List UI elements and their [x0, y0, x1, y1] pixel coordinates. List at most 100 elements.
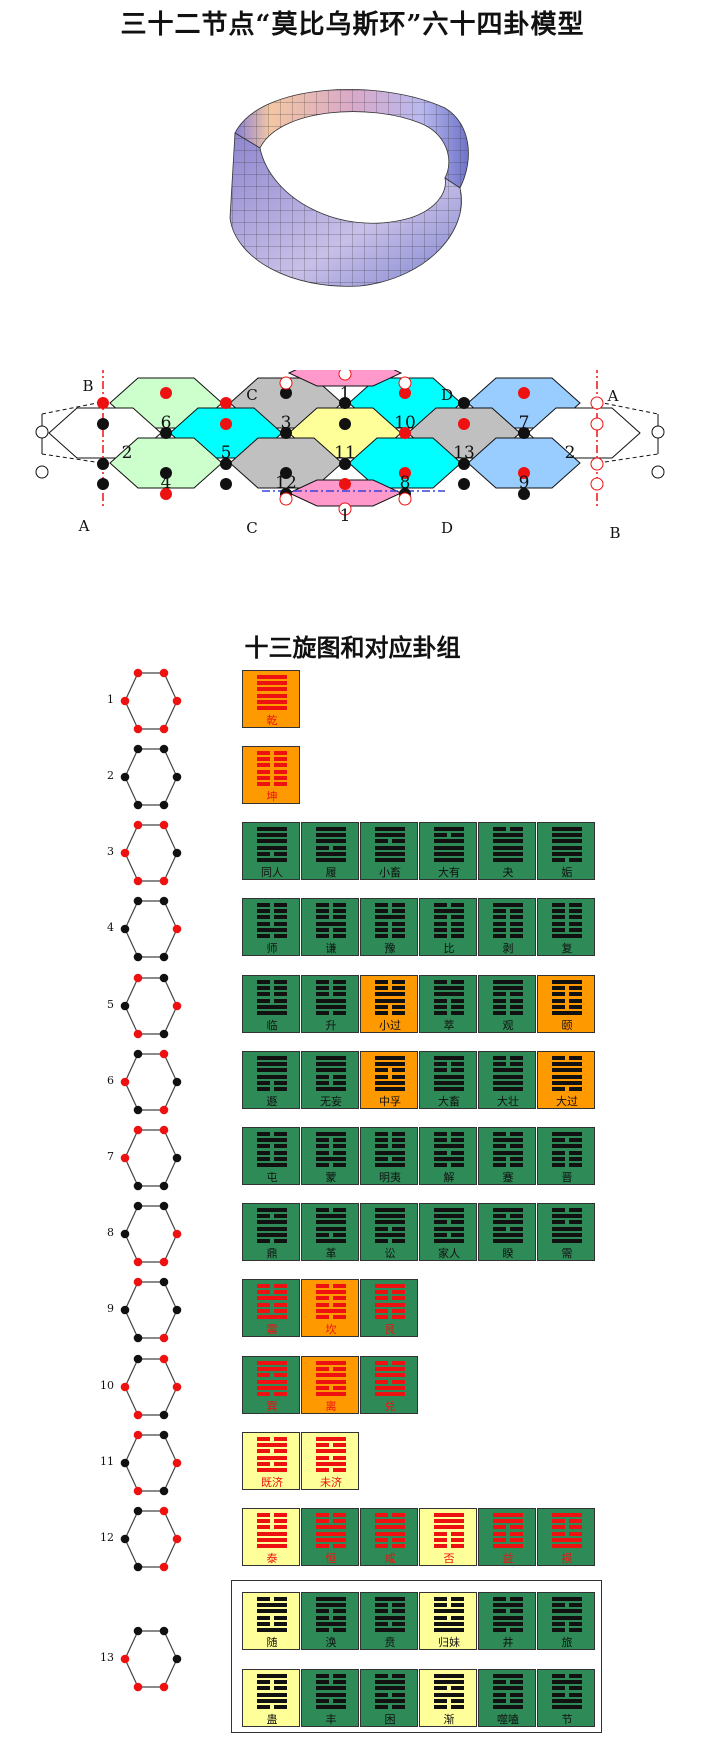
mobius-strip-image — [229, 89, 469, 287]
ring-dot — [172, 696, 182, 706]
ring-dot — [133, 1049, 143, 1059]
gua-name: 剥 — [502, 942, 514, 955]
hexagram-icon — [375, 1674, 405, 1710]
group-number: 1 — [107, 693, 114, 706]
node-dot — [338, 370, 352, 381]
hexagram-icon — [552, 1132, 582, 1168]
gua-tile: 升 — [301, 975, 359, 1033]
ring-diagram — [118, 1428, 188, 1502]
ring-hexagon-icon — [120, 1430, 182, 1496]
hexagram-icon — [375, 1208, 405, 1244]
page-title: 三十二节点“莫比乌斯环”六十四卦模型 — [120, 10, 585, 40]
ring-diagram — [118, 1504, 188, 1578]
cell-number: 2 — [565, 443, 576, 463]
gua-tile: 大有 — [419, 822, 477, 880]
ring-dot — [133, 973, 143, 983]
hexagram-icon — [257, 1284, 287, 1320]
gua-name: 离 — [325, 1400, 337, 1413]
ring-dot — [120, 1077, 130, 1087]
hexagram-icon — [552, 1513, 582, 1549]
node-dot — [160, 467, 172, 479]
hexagram-icon — [552, 827, 582, 863]
ring-hexagon-icon — [120, 1277, 182, 1343]
gua-name: 谦 — [325, 942, 337, 955]
hexagram-icon — [434, 1513, 464, 1549]
ring-dot — [120, 1534, 130, 1544]
gua-name: 贲 — [384, 1636, 396, 1649]
ring-dot — [120, 848, 130, 858]
ring-hexagon-icon — [120, 896, 182, 962]
ring-hexagon-icon — [120, 973, 182, 1039]
node-dot — [518, 387, 530, 399]
gua-tile: 归妹 — [419, 1592, 477, 1650]
ring-dot — [159, 668, 169, 678]
hexagram-icon — [493, 903, 523, 939]
gua-name: 大过 — [556, 1095, 578, 1108]
gua-tile: 坤 — [242, 746, 300, 804]
dashed-connector — [597, 401, 659, 415]
gua-name: 大壮 — [497, 1095, 519, 1108]
node-dot — [338, 502, 352, 516]
gua-tile: 井 — [478, 1592, 536, 1650]
cell-number: 10 — [394, 413, 416, 433]
gua-tile: 贲 — [360, 1592, 418, 1650]
ring-hexagon-icon — [120, 744, 182, 810]
ring-dot — [159, 1506, 169, 1516]
gua-tile: 坎 — [301, 1279, 359, 1337]
gua-name: 节 — [561, 1713, 573, 1726]
gua-name: 未济 — [320, 1476, 342, 1489]
gua-name: 屯 — [266, 1171, 278, 1184]
ring-dot — [133, 1333, 143, 1343]
hexagram-icon — [257, 751, 287, 787]
gua-name: 解 — [443, 1171, 455, 1184]
node-dot — [590, 396, 604, 410]
cell-number: 12 — [275, 473, 297, 493]
gua-tile: 姤 — [537, 822, 595, 880]
gua-tile: 需 — [537, 1203, 595, 1261]
ring-dot — [159, 1562, 169, 1572]
gua-name: 姤 — [561, 866, 573, 879]
gua-name: 渐 — [443, 1713, 455, 1726]
gua-name: 豫 — [384, 942, 396, 955]
gua-tile: 大过 — [537, 1051, 595, 1109]
node-dot — [220, 478, 232, 490]
hex-dots — [35, 370, 665, 516]
gua-name: 泰 — [266, 1552, 278, 1565]
hexagram-icon — [316, 1674, 346, 1710]
cell-number: 13 — [453, 443, 475, 463]
node-dot — [97, 418, 109, 430]
node-dot — [160, 427, 172, 439]
node-dot — [590, 477, 604, 491]
axis-label-c: C — [246, 386, 257, 404]
ring-dot — [172, 848, 182, 858]
group-number: 11 — [100, 1455, 114, 1468]
gua-tile: 损 — [537, 1508, 595, 1566]
gua-tile: 鼎 — [242, 1203, 300, 1261]
ring-dot — [133, 1682, 143, 1692]
gua-name: 大畜 — [438, 1095, 460, 1108]
hexagram-icon — [257, 675, 287, 711]
gua-tile: 明夷 — [360, 1127, 418, 1185]
cell-number: 2 — [122, 443, 133, 463]
ring-dot — [159, 724, 169, 734]
gua-name: 随 — [266, 1636, 278, 1649]
node-dot — [651, 425, 665, 439]
ring-dot — [133, 668, 143, 678]
ring-dot — [120, 924, 130, 934]
gua-name: 需 — [561, 1247, 573, 1260]
node-dot — [399, 427, 411, 439]
ring-dot — [133, 1105, 143, 1115]
ring-hexagon-icon — [120, 1354, 182, 1420]
gua-tile: 泰 — [242, 1508, 300, 1566]
hexagram-icon — [552, 1208, 582, 1244]
gua-name: 同人 — [261, 866, 283, 879]
dashed-connector — [41, 401, 103, 415]
ring-dot — [159, 744, 169, 754]
hexagram-icon — [257, 1597, 287, 1633]
gua-name: 升 — [325, 1019, 337, 1032]
ring-dot — [133, 1354, 143, 1364]
ring-dot — [159, 1201, 169, 1211]
gua-tile: 讼 — [360, 1203, 418, 1261]
hexagram-icon — [552, 1674, 582, 1710]
